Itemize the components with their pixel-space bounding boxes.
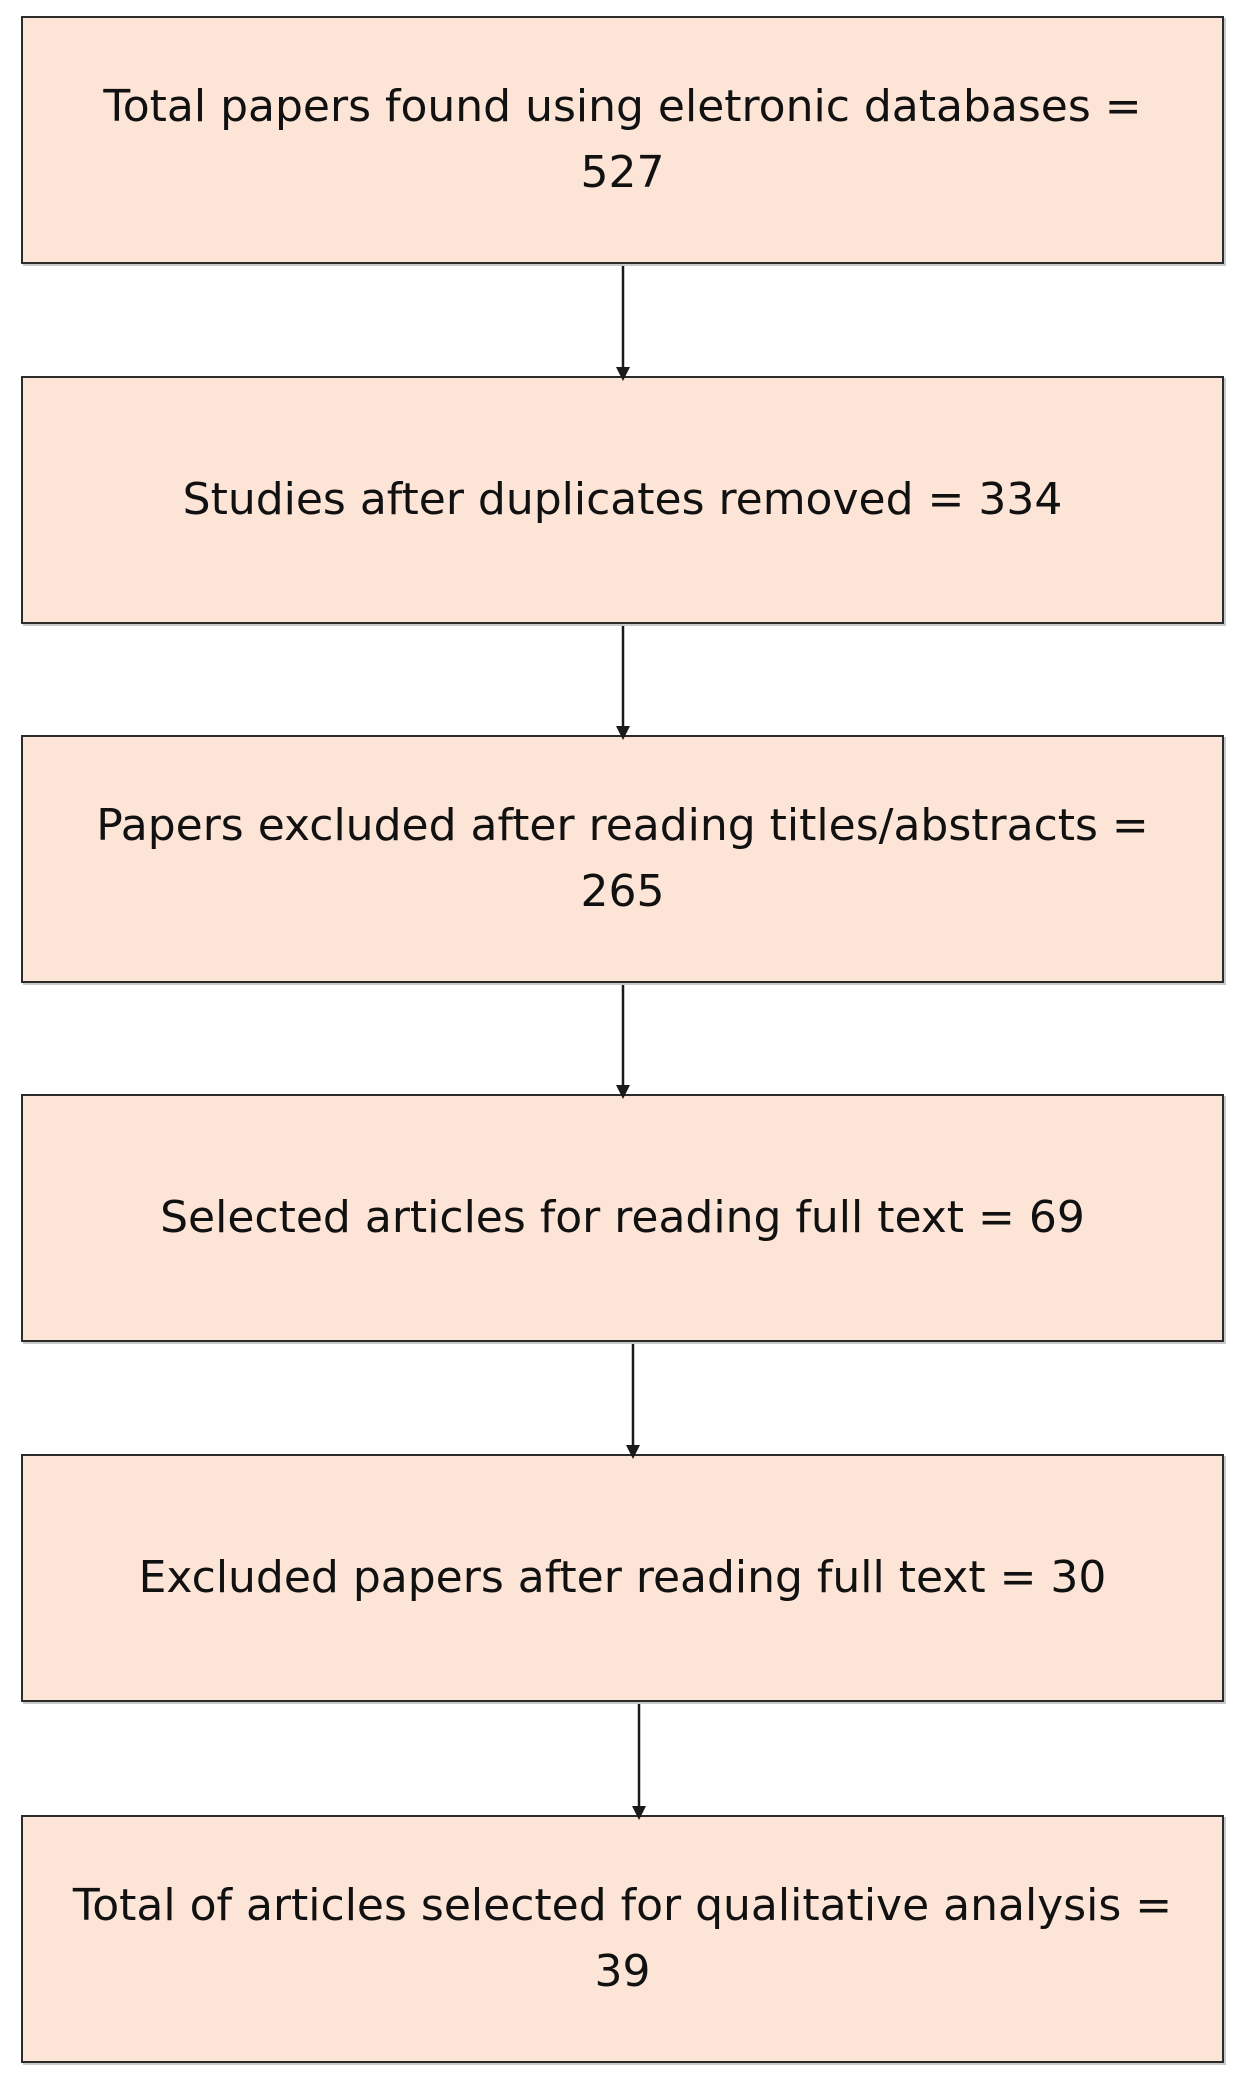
flow-box-label: Total of articles selected for qualitati…: [72, 1880, 1173, 1997]
flow-box-selected-full-text: Selected articles for reading full text …: [21, 1094, 1224, 1342]
flow-box-label: Papers excluded after reading titles/abs…: [96, 800, 1149, 917]
flow-box-label: Excluded papers after reading full text …: [138, 1552, 1107, 1603]
flow-box-label: Studies after duplicates removed = 334: [182, 474, 1063, 525]
flow-box-final-selection: Total of articles selected for qualitati…: [21, 1815, 1224, 2063]
flow-box-label: Total papers found using eletronic datab…: [103, 81, 1142, 198]
flow-box-excluded-titles-abstracts: Papers excluded after reading titles/abs…: [21, 735, 1224, 983]
flow-box-total-papers: Total papers found using eletronic datab…: [21, 16, 1224, 264]
flow-box-label: Selected articles for reading full text …: [160, 1192, 1085, 1243]
flow-box-excluded-full-text: Excluded papers after reading full text …: [21, 1454, 1224, 1702]
